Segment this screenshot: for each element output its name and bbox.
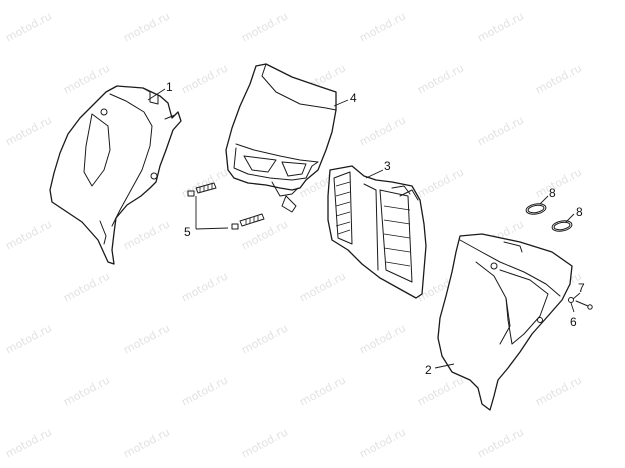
watermark-text: motod.ru [475,113,526,148]
watermark-text: motod.ru [239,321,290,356]
watermark-text: motod.ru [297,269,348,304]
watermark-text: motod.ru [179,373,230,408]
watermark-text: motod.ru [357,321,408,356]
watermark-text: motod.ru [475,9,526,44]
callout-4: 4 [350,91,357,105]
watermark-text: motod.ru [357,9,408,44]
watermark-text: motod.ru [533,165,584,200]
leader-lines [147,88,581,369]
callout-5: 5 [184,225,191,239]
watermark-text: motod.ru [3,113,54,148]
part-3-radiator-grille [327,165,427,299]
watermark-text: motod.ru [121,217,172,252]
callout-3: 3 [384,159,391,173]
watermark-text: motod.ru [3,9,54,44]
part-6-7-screw-washer [568,297,593,310]
callout-1: 1 [166,80,173,94]
watermark-text: motod.ru [121,9,172,44]
part-5-fasteners [187,182,265,230]
part-8-o-rings [525,203,573,232]
watermark-text: motod.ru [179,165,230,200]
watermark-text: motod.ru [533,61,584,96]
watermark-text: motod.ru [121,425,172,460]
watermark-text: motod.ru [297,373,348,408]
watermark-text: motod.ru [179,269,230,304]
callout-2: 2 [425,363,432,377]
watermark-text: motod.ru [179,61,230,96]
watermark-text: motod.ru [61,373,112,408]
watermark-text: motod.ru [3,217,54,252]
callout-8-lower: 8 [576,205,583,219]
watermark-text: motod.ru [357,425,408,460]
watermark-text: motod.ru [415,165,466,200]
callout-6: 6 [570,315,577,329]
watermark-text: motod.ru [3,425,54,460]
part-2-right-side-panel [437,233,573,411]
part-1-left-side-panel [49,85,182,265]
watermark-text: motod.ru [61,61,112,96]
watermark-text: motod.ru [239,217,290,252]
watermark-text: motod.ru [61,269,112,304]
watermark-text: motod.ru [533,373,584,408]
callout-8-upper: 8 [549,186,556,200]
watermark-text: motod.ru [121,321,172,356]
callout-7: 7 [578,281,585,295]
watermark-text: motod.ru [239,425,290,460]
watermark-text: motod.ru [239,9,290,44]
watermark-text: motod.ru [475,425,526,460]
part-4-headlight-mask [225,63,337,213]
watermark-text: motod.ru [415,61,466,96]
watermark-text: motod.ru [415,373,466,408]
watermark-text: motod.ru [3,321,54,356]
watermark-text: motod.ru [357,113,408,148]
